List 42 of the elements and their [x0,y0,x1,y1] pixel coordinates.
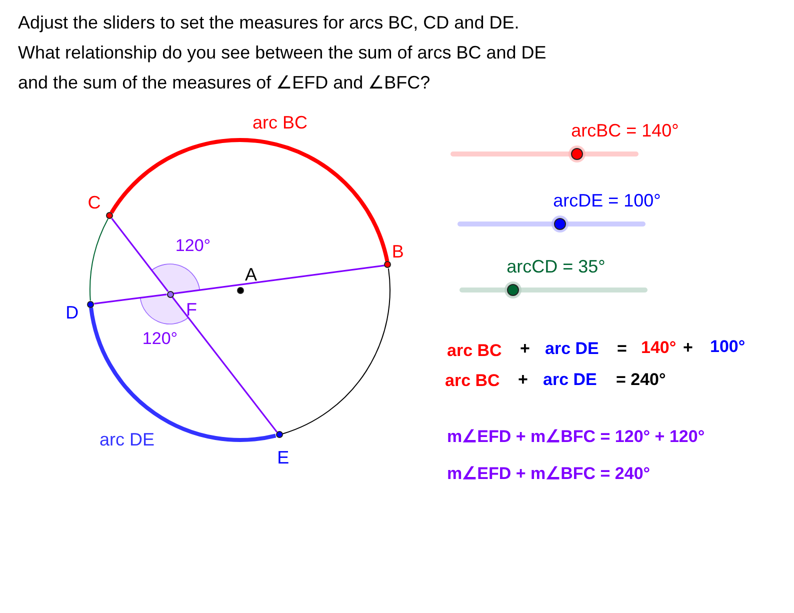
point [384,261,392,268]
circle-arc [90,218,108,302]
point [236,286,244,294]
arc-label: arc BC [252,112,308,134]
equation-text: m∠EFD + m∠BFC = 240° [447,464,650,484]
point-label: F [186,300,197,320]
question-text: What relationship do you see between the sum of arcs BC and DE [18,42,546,64]
point [276,431,283,438]
equation-text: m∠EFD + m∠BFC = 120° + 120° [447,427,705,447]
equation-term: arc DE [545,339,599,359]
equation-term: + [520,339,530,359]
chord-line [94,294,167,304]
slider-label: arcBC = 140° [571,120,679,142]
question-text: Adjust the sliders to set the measures for arcs BC, CD and DE. [18,12,520,34]
slider-label: arcDE = 100° [553,190,661,212]
circle-arc [282,268,390,434]
angle-label: 120° [142,329,178,349]
chord-line [111,218,168,292]
point-label: C [88,192,101,214]
equation-term: = 240° [616,370,666,390]
equation-term: 100° [710,337,746,357]
point-label: B [392,242,404,262]
point-label: E [277,447,290,468]
circle-arc [89,307,276,442]
equation-term: + [683,338,693,358]
chord-line [172,296,278,433]
point [87,300,94,308]
point [106,212,114,220]
equation-term: 140° [641,338,676,358]
arc-label: arc DE [100,430,154,450]
slider-label: arcCD = 35° [506,256,606,278]
point-label: D [66,302,79,324]
equation-term: = [617,339,627,359]
question-text: and the sum of the measures of ∠EFD and ∠BFC? [18,72,430,94]
circle-arc [110,138,390,262]
point-label: A [245,264,258,286]
angle-label: 120° [175,236,211,256]
equation-term: + [518,370,528,390]
chord-line [173,264,385,294]
equation-term: arc DE [543,370,597,390]
equation-term: arc BC [445,371,500,391]
equation-term: arc BC [447,341,502,361]
